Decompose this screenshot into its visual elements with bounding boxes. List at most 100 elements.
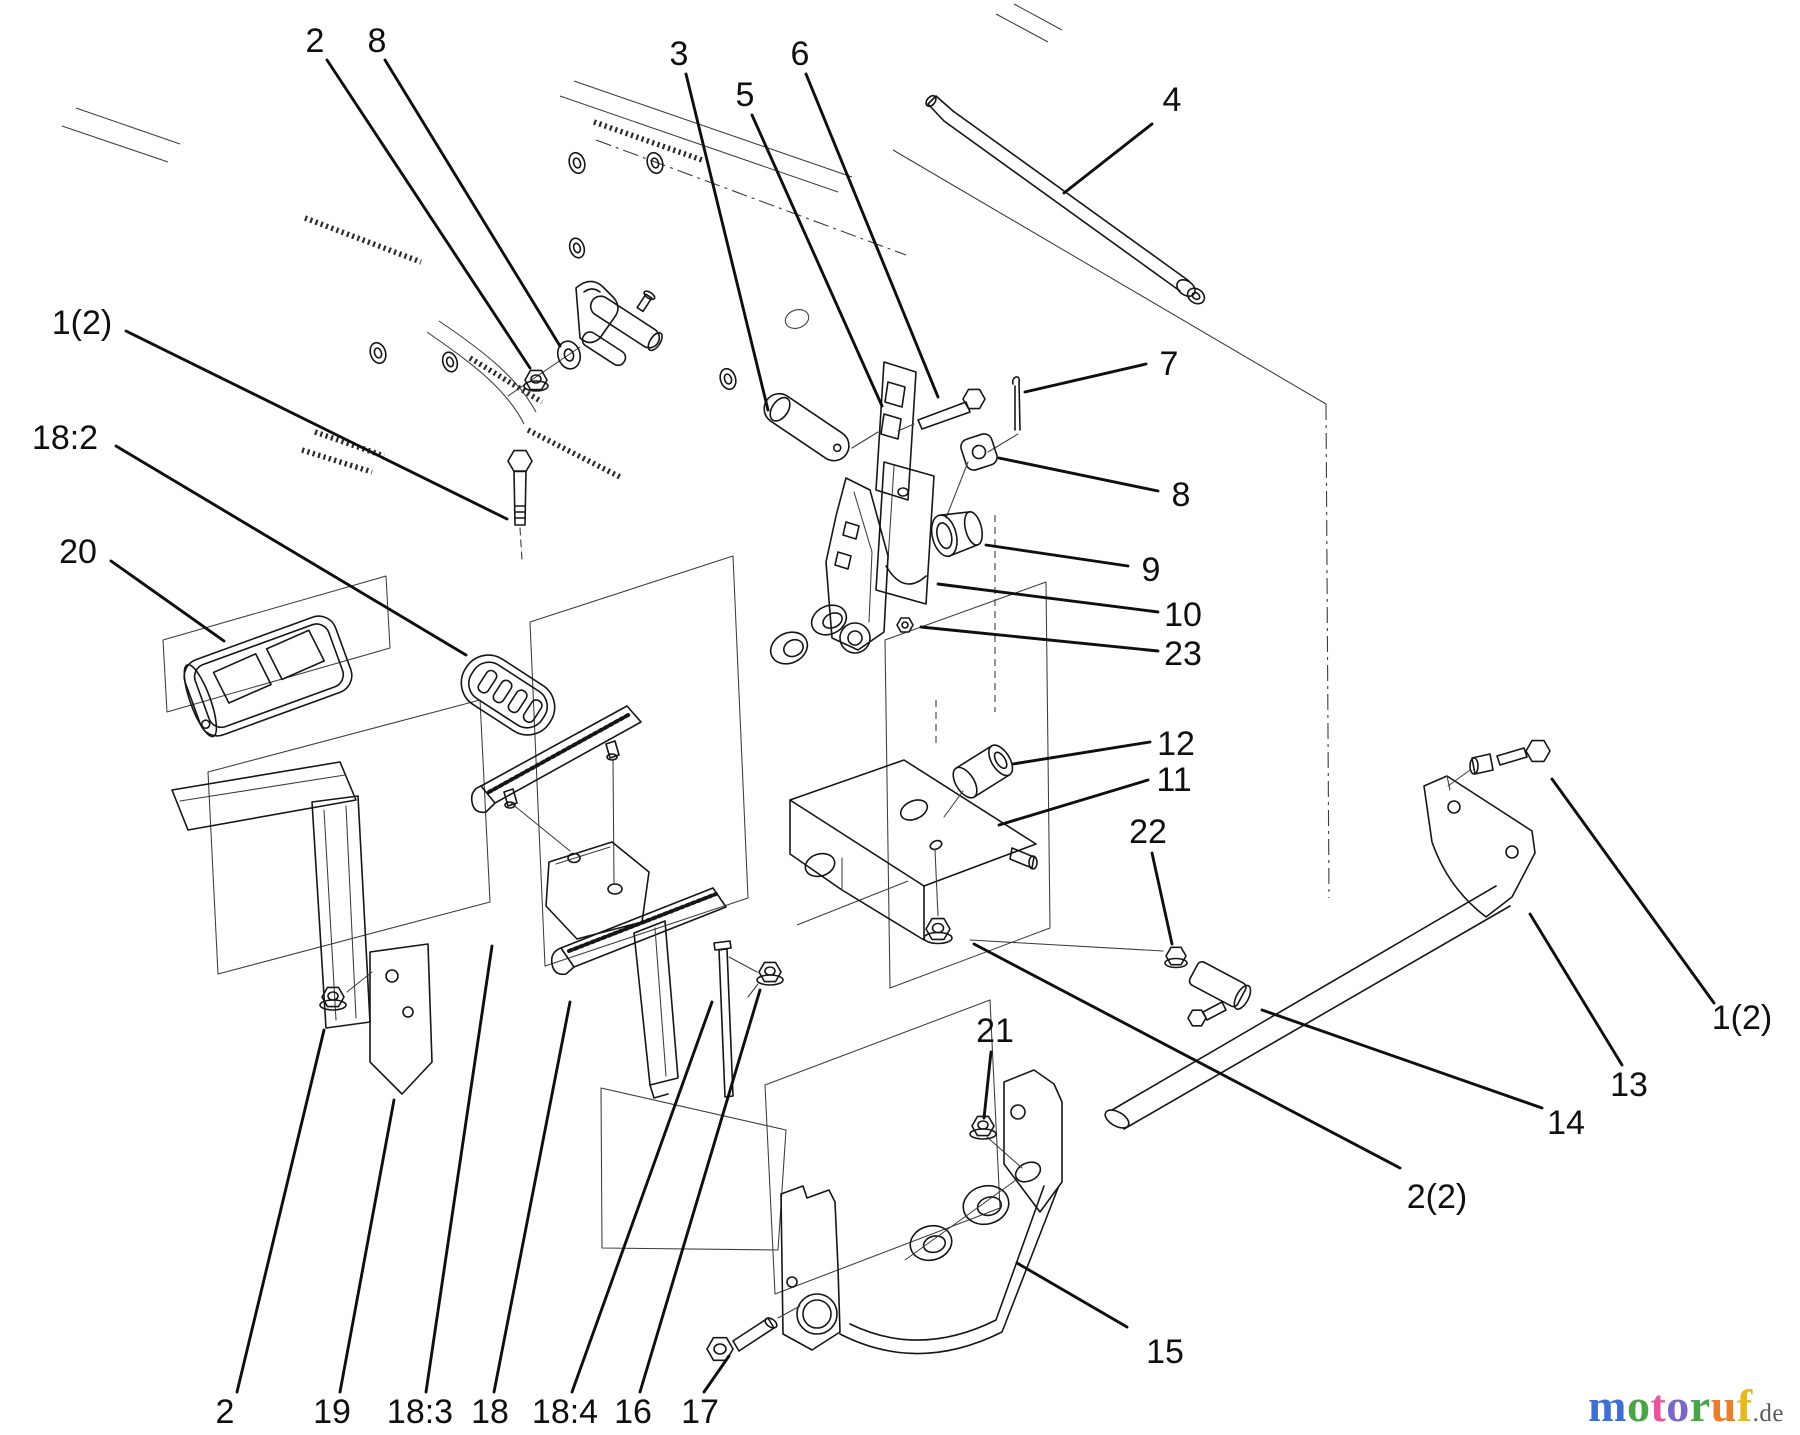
callout-label: 7 — [1160, 345, 1179, 383]
callout-leader-line — [750, 113, 884, 408]
callout-leader-line — [338, 1098, 396, 1394]
part-12-bushing — [943, 744, 1014, 818]
callout-label: 15 — [1146, 1333, 1184, 1371]
part-4-tie-rod — [925, 94, 1206, 305]
callout-label: 20 — [59, 533, 97, 571]
callout-6-4: 6 — [791, 35, 940, 399]
callout-leader-line — [804, 72, 940, 399]
logo-letter: r — [1689, 1380, 1711, 1431]
motoruf-logo-letters: motoruf — [1588, 1380, 1753, 1431]
part-16-nut — [747, 961, 784, 998]
callout-leader-line — [1023, 362, 1148, 394]
callout-leader-line — [997, 778, 1150, 827]
callout-leader-line — [684, 72, 770, 412]
part-10-lever-assembly — [769, 461, 935, 665]
motoruf-logo: motoruf.de — [1588, 1383, 1784, 1429]
callout-label: 19 — [313, 1393, 351, 1431]
callout-label: 2 — [216, 1393, 235, 1431]
part-23-nut — [896, 617, 914, 633]
callout-label: 22 — [1129, 813, 1167, 851]
callout-leader-line — [235, 1028, 326, 1394]
part-1-bolt-right — [1447, 739, 1551, 787]
top-nut-and-washer — [507, 340, 582, 397]
callout-leader-line — [1015, 1261, 1129, 1329]
callout-20-22: 20 — [59, 533, 226, 643]
callout-label: 1(2) — [1712, 999, 1772, 1037]
callout-label: 18:2 — [32, 419, 98, 457]
callout-9-8: 9 — [984, 543, 1161, 589]
callout-8-1: 8 — [368, 22, 562, 348]
callout-leader-line — [124, 329, 509, 521]
callout-leader-line — [424, 944, 494, 1394]
logo-letter: t — [1650, 1380, 1667, 1431]
callout-leader-line — [1550, 777, 1716, 1005]
callout-leader-line — [109, 559, 226, 643]
callout-label: 10 — [1164, 596, 1202, 634]
callout-label: 8 — [1172, 476, 1191, 514]
part-11-pivot-bracket — [789, 759, 1038, 941]
callout-label: 11 — [1156, 761, 1191, 799]
callout-10-9: 10 — [936, 582, 1202, 634]
callout-14-18: 14 — [1260, 1008, 1585, 1142]
callout-leader-line — [1062, 122, 1154, 195]
callout-label: 3 — [670, 35, 689, 73]
callout-18:4-27: 18:4 — [532, 1000, 714, 1431]
callout-3-2: 3 — [670, 35, 770, 412]
callout-label: 23 — [1164, 635, 1202, 673]
part-19-pedal-arm — [171, 761, 433, 1095]
part-6-bolt — [897, 388, 986, 432]
callout-label: 2 — [306, 22, 325, 60]
motoruf-logo-suffix: .de — [1752, 1400, 1784, 1427]
callout-label: 18:3 — [387, 1393, 453, 1431]
callout-leader-line — [972, 942, 1402, 1170]
callout-label: 6 — [791, 35, 810, 73]
part-17-bolt — [706, 1305, 801, 1362]
callout-label: 21 — [976, 1012, 1014, 1050]
callout-18:3-25: 18:3 — [387, 944, 494, 1431]
callout-23-10: 23 — [919, 625, 1202, 673]
callout-leader-line — [638, 988, 762, 1394]
callout-22-13: 22 — [1129, 813, 1174, 946]
callout-label: 8 — [368, 22, 387, 60]
callout-1(2)-20: 1(2) — [52, 304, 509, 521]
callout-label: 13 — [1610, 1066, 1648, 1104]
callout-leader-line — [325, 58, 532, 370]
callout-15-19: 15 — [1015, 1261, 1184, 1371]
callout-18-26: 18 — [471, 1000, 572, 1431]
part-20-pedal-pad — [183, 615, 353, 738]
callout-7-6: 7 — [1023, 345, 1179, 394]
callout-2-0: 2 — [306, 22, 532, 370]
logo-letter: o — [1666, 1380, 1690, 1431]
callout-4-5: 4 — [1062, 81, 1181, 195]
callout-label: 16 — [614, 1393, 652, 1431]
part-1-bolt-left — [507, 449, 533, 561]
part-2-nut-bottom — [319, 986, 347, 1011]
callout-leader-line — [702, 1354, 731, 1394]
part-3-clevis-pin — [763, 392, 850, 462]
part-21-nut — [969, 1115, 997, 1140]
part-8-washer — [945, 433, 998, 519]
part-18-2-pedal-pad — [460, 654, 556, 736]
callout-2(2)-15: 2(2) — [972, 942, 1467, 1216]
washer-scatter — [369, 151, 737, 391]
callout-1(2)-16: 1(2) — [1550, 777, 1772, 1037]
part-13-gusset-plate — [1423, 775, 1536, 918]
callout-13-17: 13 — [1528, 912, 1648, 1104]
callout-label: 1(2) — [52, 304, 112, 342]
logo-letter: o — [1626, 1380, 1651, 1431]
callout-12-11: 12 — [1011, 725, 1195, 766]
callout-leader-line — [1528, 912, 1624, 1067]
callout-leader-line — [1260, 1008, 1544, 1110]
callout-label: 9 — [1142, 551, 1161, 589]
callout-label: 18 — [471, 1393, 509, 1431]
callout-label: 14 — [1547, 1104, 1585, 1142]
callout-5-3: 5 — [736, 76, 884, 408]
callout-leader-line — [919, 625, 1160, 653]
callout-label: 12 — [1157, 725, 1195, 763]
callout-2-23: 2 — [216, 1028, 326, 1431]
part-9-bushing — [930, 510, 984, 558]
part-18-pedal-assembly — [470, 705, 727, 1099]
